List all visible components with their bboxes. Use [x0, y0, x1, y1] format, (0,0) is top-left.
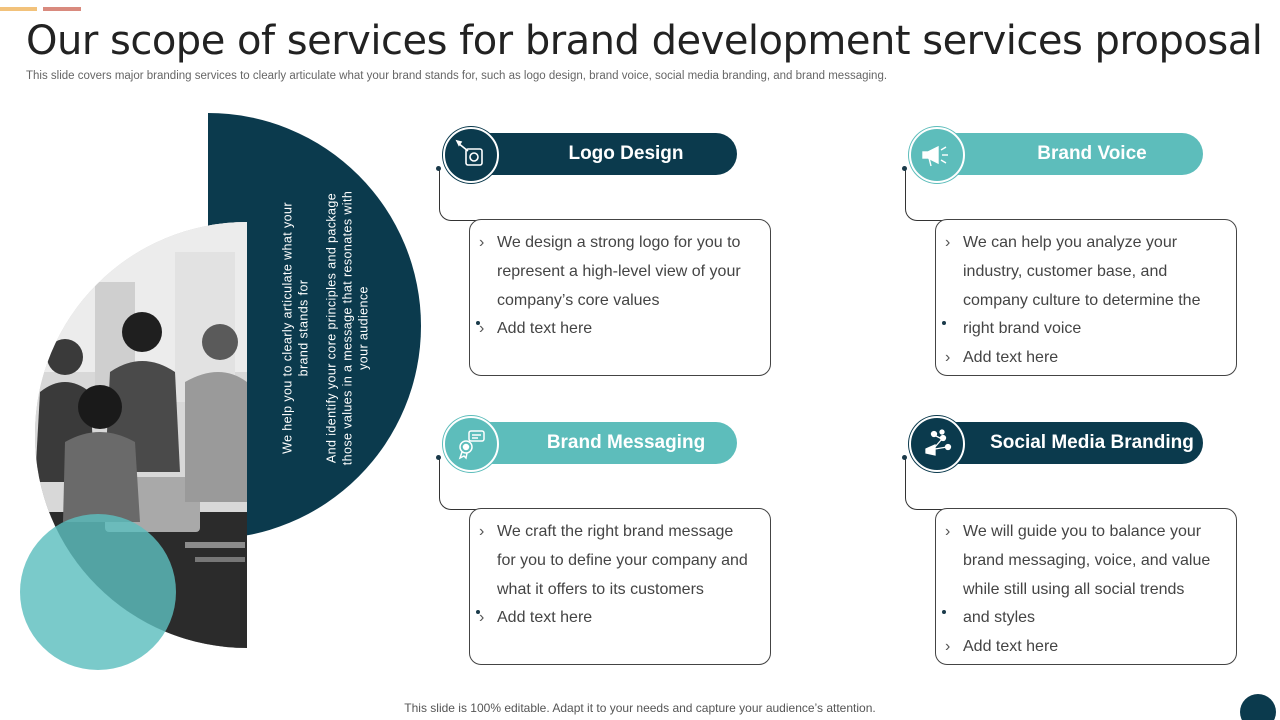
connector-dot	[436, 455, 441, 460]
intro-text-block: We help you to clearly articulate what y…	[262, 185, 388, 470]
page-title: Our scope of services for brand developm…	[26, 18, 1263, 64]
card-bullet-list: We will guide you to balance your brand …	[945, 518, 1215, 662]
social-network-icon	[909, 416, 965, 472]
card-title-pill: Brand Voice	[931, 133, 1203, 175]
connector-dot	[436, 166, 441, 171]
card-bullet-list: We design a strong logo for you to repre…	[479, 229, 749, 344]
bullet-dot	[942, 321, 946, 325]
card-bullet: We design a strong logo for you to repre…	[479, 229, 749, 315]
intro-line-1: We help you to clearly articulate what y…	[280, 201, 310, 454]
page-subtitle: This slide covers major branding service…	[26, 70, 888, 82]
card-title-pill: Social Media Branding	[931, 422, 1203, 464]
connector-dot	[902, 166, 907, 171]
card-connector	[439, 458, 479, 510]
card-bullet: Add text here	[945, 344, 1215, 373]
card-title: Brand Messaging	[546, 432, 706, 453]
card-connector	[439, 169, 479, 221]
card-title: Social Media Branding	[990, 432, 1194, 453]
card-title-pill: Logo Design	[465, 133, 737, 175]
award-message-icon	[443, 416, 499, 472]
service-card-brand-messaging: Brand Messaging We craft the right brand…	[436, 416, 779, 672]
accent-bar-yellow	[0, 7, 37, 11]
card-title-pill: Brand Messaging	[465, 422, 737, 464]
service-card-brand-voice: Brand Voice We can help you analyze your…	[902, 127, 1245, 383]
bullet-dot	[476, 610, 480, 614]
bullet-dot	[476, 321, 480, 325]
accent-bar-red	[43, 7, 81, 11]
card-bullet-list: We can help you analyze your industry, c…	[945, 229, 1215, 373]
card-title: Logo Design	[568, 143, 684, 164]
service-card-social-media-branding: Social Media Branding We will guide you …	[902, 416, 1245, 672]
megaphone-icon	[909, 127, 965, 183]
card-bullet-list: We craft the right brand message for you…	[479, 518, 749, 633]
service-card-logo-design: Logo Design We design a strong logo for …	[436, 127, 779, 383]
logo-design-icon	[443, 127, 499, 183]
card-bullet: We craft the right brand message for you…	[479, 518, 749, 604]
card-bullet: Add text here	[479, 604, 749, 633]
card-bullet: Add text here	[479, 315, 749, 344]
card-connector	[905, 458, 945, 510]
corner-decoration	[1240, 694, 1276, 720]
card-bullet: Add text here	[945, 633, 1215, 662]
card-title: Brand Voice	[1037, 143, 1147, 164]
card-bullet: We can help you analyze your industry, c…	[945, 229, 1215, 344]
card-connector	[905, 169, 945, 221]
card-bullet: We will guide you to balance your brand …	[945, 518, 1215, 633]
connector-dot	[902, 455, 907, 460]
team-photo	[35, 222, 247, 648]
teal-accent-circle	[20, 514, 176, 670]
intro-line-2: And identify your core principles and pa…	[324, 190, 370, 465]
bullet-dot	[942, 610, 946, 614]
footer-note: This slide is 100% editable. Adapt it to…	[404, 701, 876, 715]
